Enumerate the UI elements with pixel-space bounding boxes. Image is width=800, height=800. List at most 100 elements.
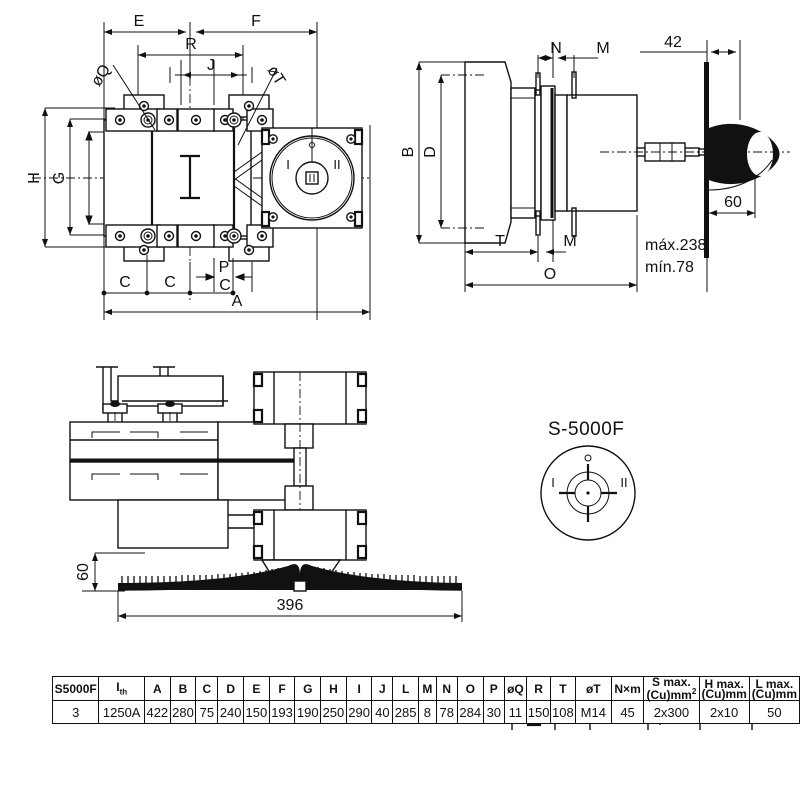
top-left-front-view: E F R J bbox=[26, 13, 371, 320]
dim-label-O: O bbox=[544, 266, 556, 283]
travel-range-note: máx.238 mín.78 bbox=[645, 150, 708, 292]
col-header-lmax: L max. (Cu)mm bbox=[748, 676, 800, 701]
handle-knob bbox=[708, 123, 780, 191]
col-header-D: D bbox=[217, 676, 245, 701]
ith-letter: I bbox=[116, 680, 120, 695]
model-label: S-5000F bbox=[548, 419, 624, 440]
col-header-model: S5000F bbox=[51, 676, 100, 701]
dimension-D: D bbox=[422, 74, 485, 229]
col-header-G: G bbox=[294, 676, 322, 701]
value-O: 284 bbox=[456, 700, 484, 724]
callout-label-phiQ: øQ bbox=[88, 62, 114, 90]
col-header-A: A bbox=[143, 676, 171, 701]
dim-label-T: T bbox=[495, 233, 505, 250]
dimension-F: F bbox=[196, 13, 317, 35]
dim-label-C1: C bbox=[119, 274, 131, 291]
dim-label-D: D bbox=[422, 146, 439, 158]
handle-housing-upper bbox=[252, 371, 368, 425]
bottom-left-assembly-view: 60 396 bbox=[69, 366, 463, 622]
value-L: 285 bbox=[392, 700, 419, 724]
col-header-O: O bbox=[456, 676, 484, 701]
dim-label-N: N bbox=[550, 40, 562, 57]
value-phiQ: 11 bbox=[503, 700, 528, 724]
dim-label-60-bottom: 60 bbox=[75, 563, 92, 581]
dim-label-J: J bbox=[207, 57, 215, 74]
smax-line1: S max. bbox=[652, 675, 691, 689]
smax-exponent: 2 bbox=[691, 687, 697, 696]
col-header-B: B bbox=[169, 676, 197, 701]
value-M: 8 bbox=[418, 700, 437, 724]
value-smax: 2x300 bbox=[643, 700, 700, 724]
value-H: 250 bbox=[320, 700, 347, 724]
dimension-M-bottom: M bbox=[546, 233, 577, 255]
col-header-H: H bbox=[320, 676, 347, 701]
dim-label-B: B bbox=[400, 147, 417, 158]
col-header-phiQ: øQ bbox=[503, 676, 528, 701]
dim-label-42: 42 bbox=[664, 34, 682, 51]
dim-label-60-right: 60 bbox=[724, 194, 742, 211]
dim-label-C3: C bbox=[219, 277, 231, 294]
value-F: 193 bbox=[268, 700, 296, 724]
dimension-396: 396 bbox=[117, 591, 463, 622]
smax-line2: (Cu)mm2 bbox=[644, 687, 698, 701]
dimension-J: J bbox=[169, 57, 253, 83]
col-header-F: F bbox=[268, 676, 296, 701]
value-G: 190 bbox=[294, 700, 322, 724]
dim-label-F: F bbox=[251, 13, 261, 30]
dimension-A: A bbox=[104, 125, 371, 320]
value-P: 30 bbox=[482, 700, 505, 724]
dimension-B: B bbox=[400, 61, 470, 244]
col-header-hmax: H max. (Cu)mm bbox=[698, 676, 750, 701]
value-E: 150 bbox=[243, 700, 270, 724]
dimension-O: O bbox=[465, 215, 638, 292]
value-model: 3 bbox=[51, 700, 100, 724]
col-header-L: L bbox=[392, 676, 419, 701]
col-header-torque: N×m bbox=[610, 676, 645, 701]
dim-label-E: E bbox=[134, 13, 145, 30]
value-D: 240 bbox=[217, 700, 245, 724]
value-phiT: M14 bbox=[574, 700, 612, 724]
value-T: 108 bbox=[550, 700, 576, 724]
dim-label-M-bottom: M bbox=[563, 233, 576, 250]
value-torque: 45 bbox=[610, 700, 645, 724]
ith-subscript: th bbox=[119, 687, 128, 697]
col-header-I: I bbox=[345, 676, 373, 701]
value-C: 75 bbox=[195, 700, 219, 724]
value-R: 150 bbox=[526, 700, 552, 724]
table-value-row: 3 1250A 422 280 75 240 150 193 190 250 2… bbox=[51, 700, 800, 724]
face-mark-I: I bbox=[551, 475, 555, 490]
terminal-blocks-bottom bbox=[105, 224, 274, 262]
dimension-E: E bbox=[104, 13, 186, 35]
dimension-60: 60 bbox=[709, 175, 756, 218]
lmax-line1: L max. bbox=[755, 676, 794, 691]
value-B: 280 bbox=[169, 700, 197, 724]
handle-housing-lower bbox=[252, 509, 368, 561]
hmax-line2: (Cu)mm bbox=[701, 686, 747, 701]
value-N: 78 bbox=[435, 700, 458, 724]
label-max-238: máx.238 bbox=[645, 237, 706, 254]
base-blade bbox=[117, 564, 463, 592]
dim-label-C2: C bbox=[164, 274, 176, 291]
handle-mark-I: I bbox=[286, 157, 290, 172]
handle-mark-II: II bbox=[333, 157, 340, 172]
label-min-78: mín.78 bbox=[645, 259, 694, 276]
hmax-line1: H max. bbox=[704, 676, 744, 691]
dim-label-P: P bbox=[219, 259, 230, 276]
spec-table: S5000F Ith A B C D E F G H I J L M N O P… bbox=[51, 675, 800, 724]
lmax-line2: (Cu)mm bbox=[751, 686, 798, 701]
dimension-M-top: M bbox=[558, 40, 610, 61]
value-I: 290 bbox=[345, 700, 373, 724]
col-header-T: T bbox=[550, 676, 576, 701]
col-header-C: C bbox=[195, 676, 219, 701]
col-header-R: R bbox=[526, 676, 552, 701]
col-header-E: E bbox=[243, 676, 270, 701]
value-A: 422 bbox=[143, 700, 171, 724]
col-header-ith: Ith bbox=[98, 676, 145, 701]
rotary-handle-housing: I II bbox=[260, 127, 364, 229]
col-header-N: N bbox=[435, 676, 458, 701]
col-header-P: P bbox=[482, 676, 505, 701]
value-lmax: 50 bbox=[748, 700, 800, 724]
dimension-R: R bbox=[138, 36, 243, 58]
